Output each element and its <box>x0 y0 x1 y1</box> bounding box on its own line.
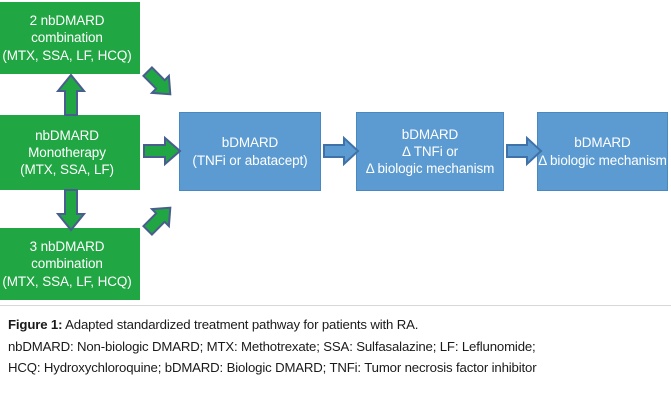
node-line: bDMARD <box>574 135 631 151</box>
node-line: bDMARD <box>221 135 279 151</box>
arrow-down-icon <box>55 189 87 232</box>
arrow-diagonal-up-right-icon <box>138 198 180 240</box>
caption-line-1: Figure 1: Adapted standardized treatment… <box>8 314 668 336</box>
figure-caption: Figure 1: Adapted standardized treatment… <box>8 314 668 379</box>
node-bdmard-tnfi-or-abatacept[interactable]: bDMARD (TNFi or abatacept) <box>179 112 321 191</box>
node-line: Δ biologic mechanism <box>538 152 667 168</box>
node-bdmard-delta-biologic-mechanism[interactable]: bDMARD Δ biologic mechanism <box>537 112 668 191</box>
node-line: combination <box>31 256 103 272</box>
node-line: combination <box>31 30 103 46</box>
node-bdmard-delta-tnfi-or-delta-biologic-mechanism[interactable]: bDMARD Δ TNFi or Δ biologic mechanism <box>356 112 504 191</box>
node-line: 3 nbDMARD <box>29 239 105 255</box>
arrow-right-icon <box>322 135 360 167</box>
caption-divider <box>0 305 671 306</box>
arrow-diagonal-down-right-icon <box>138 62 180 104</box>
figure-title: Adapted standardized treatment pathway f… <box>62 317 419 332</box>
node-2-nbdmard-combination[interactable]: 2 nbDMARD combination (MTX, SSA, LF, HCQ… <box>0 2 140 74</box>
node-line: nbDMARD <box>35 127 99 143</box>
node-line: (MTX, SSA, LF, HCQ) <box>2 47 132 63</box>
node-line: 2 nbDMARD <box>29 13 105 29</box>
arrow-right-icon <box>142 135 182 167</box>
node-3-nbdmard-combination[interactable]: 3 nbDMARD combination (MTX, SSA, LF, HCQ… <box>0 228 140 300</box>
node-line: Δ biologic mechanism <box>365 161 495 177</box>
node-line: bDMARD <box>401 126 459 142</box>
node-line: (MTX, SSA, LF, HCQ) <box>2 273 132 289</box>
node-line: (MTX, SSA, LF) <box>20 162 114 178</box>
figure-label: Figure 1: <box>8 317 63 332</box>
node-nbdmard-monotherapy[interactable]: nbDMARD Monotherapy (MTX, SSA, LF) <box>0 115 140 190</box>
node-line: Δ TNFi or <box>401 143 459 159</box>
arrow-up-icon <box>55 73 87 116</box>
caption-line-2: nbDMARD: Non-biologic DMARD; MTX: Methot… <box>8 338 536 354</box>
node-line: (TNFi or abatacept) <box>192 152 308 168</box>
treatment-pathway-diagram: 2 nbDMARD combination (MTX, SSA, LF, HCQ… <box>0 2 668 300</box>
node-line: Monotherapy <box>28 144 106 160</box>
arrow-right-icon <box>505 135 543 167</box>
caption-line-3: HCQ: Hydroxychloroquine; bDMARD: Biologi… <box>8 360 537 376</box>
